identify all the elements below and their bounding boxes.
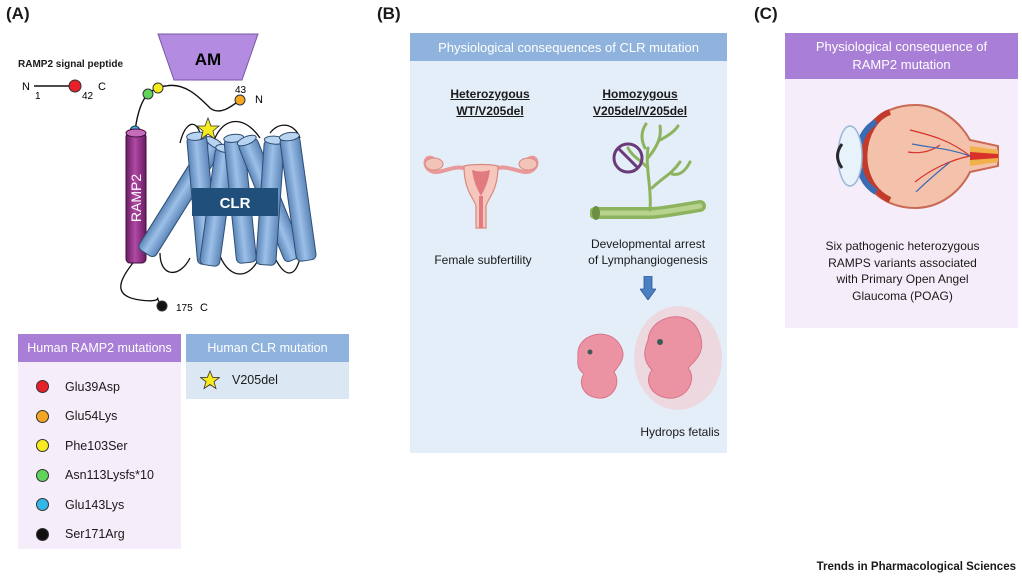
am-ligand <box>157 33 259 81</box>
panel-b-header: Physiological consequences of CLR mutati… <box>410 33 727 61</box>
mutation-color-dot <box>36 380 49 394</box>
clr-table-header: Human CLR mutation <box>186 334 349 362</box>
mutation-label: Phe103Ser <box>65 438 128 453</box>
journal-footer: Trends in Pharmacological Sciences <box>816 561 1016 573</box>
clr-label: CLR <box>220 195 251 212</box>
developmental-arrest-text: Developmental arrest of Lymphangiogenesi… <box>578 236 718 268</box>
mutation-dot-orange <box>234 94 246 106</box>
dev-line2: of Lymphangiogenesis <box>588 253 708 267</box>
signal-1-label: 1 <box>35 91 41 102</box>
down-arrow-icon <box>640 276 656 300</box>
hom-title-line2: V205del/V205del <box>592 104 688 118</box>
prohibited-icon <box>612 142 644 174</box>
panel-c-box: Physiological consequence of RAMP2 mutat… <box>785 33 1018 328</box>
uterus-icon <box>423 155 539 229</box>
panel-c-label: (C) <box>754 4 778 23</box>
embryo-icon <box>577 306 722 410</box>
poag-text: Six pathogenic heterozygous RAMPS varian… <box>790 238 1015 304</box>
panel-c-header: Physiological consequence of RAMP2 mutat… <box>785 33 1018 79</box>
poag-line3: with Primary Open Angel <box>836 272 969 286</box>
panel-a-label: (A) <box>6 4 30 23</box>
hydrops-fetalis-text: Hydrops fetalis <box>640 425 720 439</box>
dev-line1: Developmental arrest <box>590 237 706 251</box>
poag-line2: RAMPS variants associated <box>828 255 977 270</box>
hom-title-line1: Homozygous <box>602 87 678 101</box>
mutation-color-dot <box>36 498 49 512</box>
mutation-row: Glu54Lys <box>36 402 181 432</box>
mutation-label: Glu39Asp <box>65 379 120 394</box>
mutation-color-dot <box>36 468 49 482</box>
lymphatic-vessel-icon <box>590 122 706 220</box>
clr-mutation-item: V205del <box>232 373 278 387</box>
ramp2-table-header: Human RAMP2 mutations <box>18 334 181 362</box>
signal-peptide-dot <box>68 79 82 93</box>
mutation-dot-yellow <box>152 82 164 94</box>
mutation-color-dot <box>36 439 49 453</box>
poag-line1: Six pathogenic heterozygous <box>825 239 980 253</box>
mutation-row: Phe103Ser <box>36 431 181 461</box>
het-title-line2: WT/V205del <box>456 104 524 118</box>
signal-peptide-diagram: N 1 42 C <box>22 79 106 102</box>
signal-n-label: N <box>22 81 30 93</box>
heterozygous-title: Heterozygous WT/V205del <box>430 86 550 120</box>
clr-mutation-table: Human CLR mutation V205del <box>186 334 349 399</box>
mutation-label: Asn113Lysfs*10 <box>65 468 154 483</box>
mutation-row: Glu39Asp <box>36 372 181 402</box>
homozygous-title: Homozygous V205del/V205del <box>575 86 705 120</box>
panel-c-header-line2: RAMP2 mutation <box>852 57 951 72</box>
het-title-line1: Heterozygous <box>450 87 530 101</box>
panel-b-label: (B) <box>377 4 401 23</box>
mutation-color-dot <box>36 409 49 423</box>
signal-peptide-title: RAMP2 signal peptide <box>18 59 124 70</box>
panel-c-header-line1: Physiological consequence of <box>815 39 988 54</box>
v205del-star <box>195 116 221 140</box>
am-label: AM <box>195 50 221 69</box>
female-subfertility-text: Female subfertility <box>434 253 532 267</box>
signal-42-label: 42 <box>82 91 94 102</box>
mutation-row: Asn113Lysfs*10 <box>36 461 181 491</box>
mutation-label: Ser171Arg <box>65 527 125 542</box>
eye-icon <box>836 103 999 210</box>
n-label: N <box>255 94 263 106</box>
mutation-label: Glu143Lys <box>65 497 125 512</box>
mutation-row: Glu143Lys <box>36 490 181 520</box>
receptor-diagram: AM 43 N RAMP2 CLR 175 C <box>120 33 317 314</box>
mutation-row: Ser171Arg <box>36 520 181 550</box>
ramp2-label: RAMP2 <box>128 174 144 222</box>
mutation-color-dot <box>36 527 49 541</box>
num-43-label: 43 <box>235 85 247 96</box>
signal-c-label: C <box>98 81 106 93</box>
star-icon <box>200 370 220 390</box>
mutation-dot-black <box>156 300 168 312</box>
clr-box <box>192 188 278 216</box>
num-175-label: 175 <box>176 303 193 314</box>
c-label: C <box>200 302 208 314</box>
poag-line4: Glaucoma (POAG) <box>852 288 953 303</box>
mutation-label: Glu54Lys <box>65 409 118 424</box>
mutation-dot-green <box>142 88 154 100</box>
